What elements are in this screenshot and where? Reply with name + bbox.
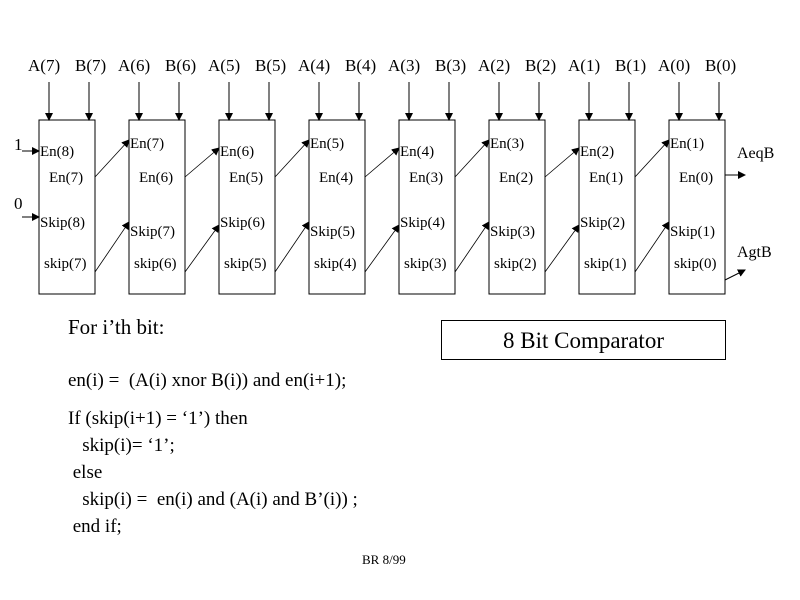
agtb-output-arrow	[724, 269, 746, 281]
skip-out-label: skip(0)	[674, 256, 717, 272]
b-input-label: B(3)	[435, 56, 466, 75]
en-in-label: En(6)	[220, 144, 254, 160]
b-input-label: B(2)	[525, 56, 556, 75]
skip-out-label: skip(6)	[134, 256, 177, 272]
skip-chain-arrow	[184, 224, 220, 273]
a-input-label: A(7)	[28, 56, 60, 75]
b-input-label: B(7)	[75, 56, 106, 75]
b-input-label: B(0)	[705, 56, 736, 75]
en-out-label: En(1)	[589, 170, 623, 186]
code-line-3: skip(i)= ‘1’;	[68, 435, 175, 456]
agtb-label: AgtB	[737, 244, 772, 261]
skip-in-label: Skip(8)	[40, 215, 85, 231]
skip-out-label: skip(3)	[404, 256, 447, 272]
en-chain-arrow	[454, 139, 490, 178]
code-line-2: If (skip(i+1) = ‘1’) then	[68, 408, 248, 429]
b-input-label: B(6)	[165, 56, 196, 75]
skip-in-label: Skip(4)	[400, 215, 445, 231]
skip-out-label: skip(5)	[224, 256, 267, 272]
skip-chain-arrow	[544, 224, 580, 273]
a-input-label: A(4)	[298, 56, 330, 75]
skip-out-label: skip(1)	[584, 256, 627, 272]
skip-in-label: Skip(1)	[670, 224, 715, 240]
code-line-5: skip(i) = en(i) and (A(i) and B’(i)) ;	[68, 489, 358, 510]
skip-input-value: 0	[14, 194, 23, 213]
skip-chain-arrow	[364, 224, 400, 273]
footer-note: BR 8/99	[362, 552, 406, 567]
skip-in-label: Skip(5)	[310, 224, 355, 240]
skip-chain-arrow	[634, 221, 670, 273]
comparator-title: 8 Bit Comparator	[441, 320, 726, 360]
en-chain-arrow	[364, 147, 400, 178]
code-line-6: end if;	[68, 516, 122, 537]
en-out-label: En(7)	[49, 170, 83, 186]
skip-in-label: Skip(3)	[490, 224, 535, 240]
aeqb-label: AeqB	[737, 145, 774, 162]
skip-out-label: skip(2)	[494, 256, 537, 272]
en-out-label: En(4)	[319, 170, 353, 186]
en-chain-arrow	[544, 147, 580, 178]
en-in-label: En(3)	[490, 136, 524, 152]
skip-chain-arrow	[274, 221, 310, 273]
en-in-label: En(8)	[40, 144, 74, 160]
skip-in-label: Skip(2)	[580, 215, 625, 231]
bit-cell-box	[218, 119, 276, 295]
bit-cell-box	[668, 119, 726, 295]
en-out-label: En(2)	[499, 170, 533, 186]
code-line-1: en(i) = (A(i) xnor B(i)) and en(i+1);	[68, 370, 347, 391]
b-input-label: B(5)	[255, 56, 286, 75]
skip-in-label: Skip(7)	[130, 224, 175, 240]
en-out-label: En(5)	[229, 170, 263, 186]
en-in-label: En(1)	[670, 136, 704, 152]
bit-cell-box	[308, 119, 366, 295]
bit-cell-box	[398, 119, 456, 295]
b-input-label: B(1)	[615, 56, 646, 75]
b-input-label: B(4)	[345, 56, 376, 75]
bit-cell-box	[578, 119, 636, 295]
skip-chain-arrow	[454, 221, 490, 273]
en-input-value: 1	[14, 135, 23, 154]
en-chain-arrow	[634, 139, 670, 178]
a-input-label: A(0)	[658, 56, 690, 75]
bit-cell-box	[128, 119, 186, 295]
skip-chain-arrow	[94, 221, 130, 273]
en-chain-arrow	[274, 139, 310, 178]
skip-out-label: skip(4)	[314, 256, 357, 272]
en-in-label: En(4)	[400, 144, 434, 160]
skip-out-label: skip(7)	[44, 256, 87, 272]
en-chain-arrow	[184, 147, 220, 178]
skip-in-label: Skip(6)	[220, 215, 265, 231]
en-out-label: En(0)	[679, 170, 713, 186]
en-out-label: En(6)	[139, 170, 173, 186]
a-input-label: A(1)	[568, 56, 600, 75]
en-in-label: En(2)	[580, 144, 614, 160]
a-input-label: A(5)	[208, 56, 240, 75]
a-input-label: A(3)	[388, 56, 420, 75]
bit-cell-box	[38, 119, 96, 295]
rule-heading: For i’th bit:	[68, 315, 165, 339]
code-line-4: else	[68, 462, 103, 483]
en-chain-arrow	[94, 139, 130, 178]
a-input-label: A(6)	[118, 56, 150, 75]
en-out-label: En(3)	[409, 170, 443, 186]
en-in-label: En(5)	[310, 136, 344, 152]
a-input-label: A(2)	[478, 56, 510, 75]
bit-cell-box	[488, 119, 546, 295]
en-in-label: En(7)	[130, 136, 164, 152]
